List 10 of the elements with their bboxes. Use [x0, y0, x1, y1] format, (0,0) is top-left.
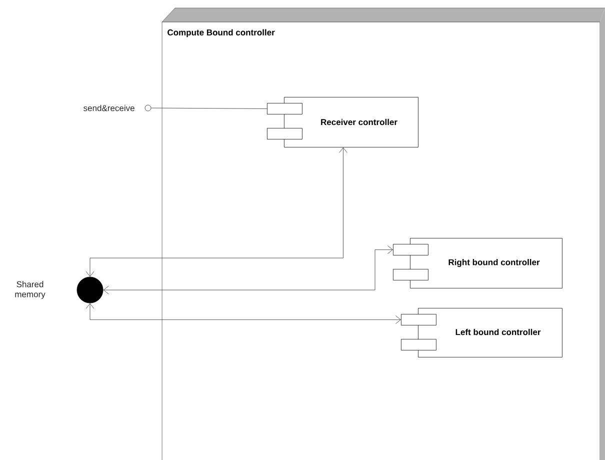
- connector-arrow: [86, 303, 401, 324]
- interface-label: send&receive: [84, 104, 134, 112]
- connector-arrow: [86, 148, 348, 277]
- node-label: Compute Bound controller: [168, 29, 275, 38]
- component-box: Right bound controller: [393, 238, 562, 288]
- connector-arrow: [103, 246, 393, 294]
- component-box: Left bound controller: [401, 308, 562, 358]
- node-caption: Shared memory: [15, 281, 46, 299]
- component-box: Receiver controller: [267, 97, 418, 148]
- filled-circle: [76, 276, 104, 304]
